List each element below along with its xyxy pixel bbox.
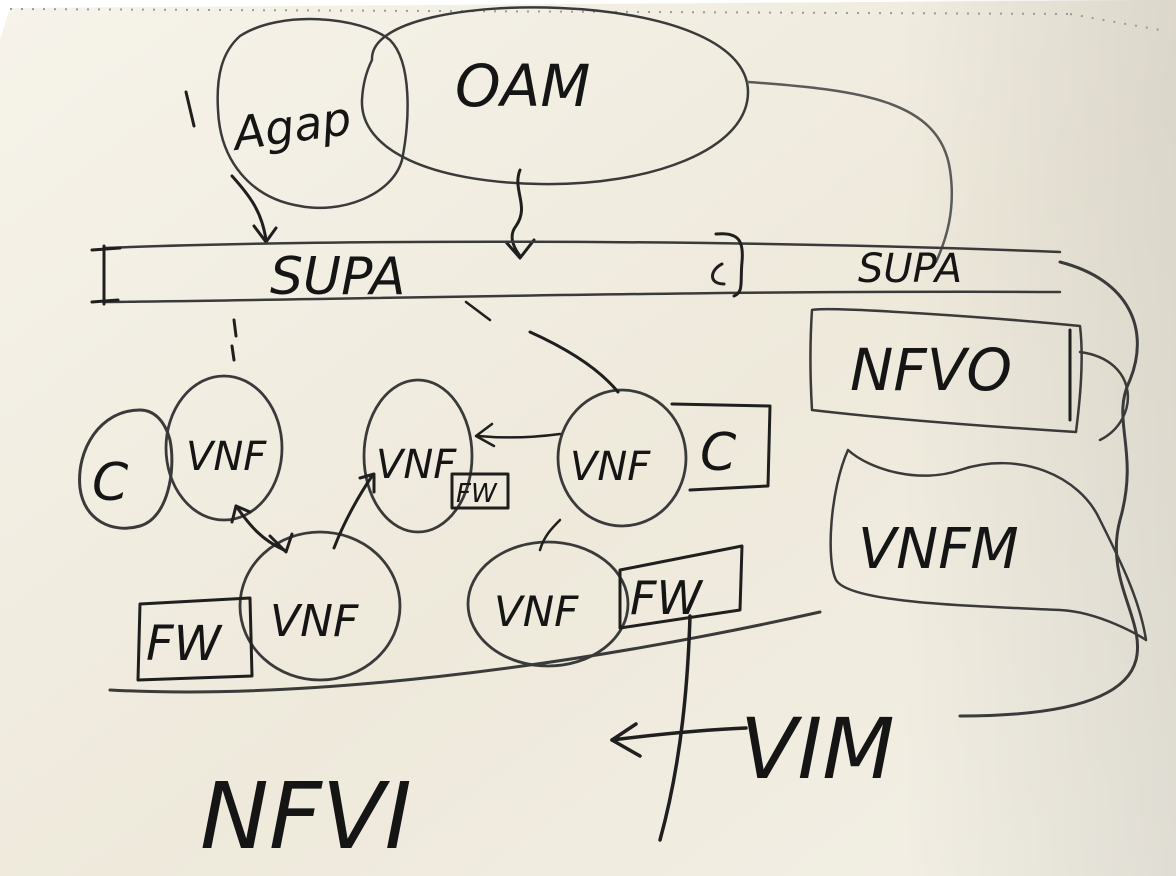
fw-to-vim-line — [658, 614, 692, 842]
fw-small-label: FW — [456, 479, 498, 509]
vnf-2-label: VNF — [376, 442, 457, 488]
oam-ellipse — [360, 6, 750, 186]
oam-to-supa-arrow — [510, 168, 523, 258]
oam-to-supa-right-line — [746, 80, 954, 264]
fw-left-box — [136, 596, 254, 682]
arrowhead — [610, 722, 642, 758]
dashed-link — [230, 318, 238, 362]
fw-right-label: FW — [630, 571, 703, 625]
supa-to-vnf3-line — [528, 330, 620, 394]
vim-label: VIM — [740, 700, 895, 798]
cap-to-supa-arrow — [230, 174, 268, 242]
fw-left-label: FW — [146, 616, 223, 672]
vnf-3-ellipse — [556, 388, 688, 528]
vim-arrow-shaft — [610, 726, 748, 742]
supa-right-label: SUPA — [858, 246, 962, 292]
supa-bracket — [711, 232, 744, 298]
supa-bar-left-cap — [90, 244, 122, 306]
arrowhead — [252, 224, 278, 244]
vnf-1-label: VNF — [186, 434, 267, 480]
nfvo-loop — [1078, 350, 1130, 442]
cap-ellipse — [216, 17, 409, 210]
arrowhead — [358, 472, 376, 494]
oam-label: OAM — [455, 52, 590, 120]
supa-label: SUPA — [270, 247, 405, 307]
cap-tick — [184, 90, 196, 128]
vnf-4-label: VNF — [270, 596, 359, 647]
nfvi-baseline — [108, 610, 822, 694]
c-right-box — [670, 402, 772, 492]
vnfm-label: VNFM — [858, 517, 1019, 582]
supa-bar-bottom — [102, 290, 1062, 304]
vnf3-to-vnf5-line — [538, 518, 562, 552]
supa-bar-top — [102, 240, 1062, 254]
vnf-1-ellipse — [164, 374, 284, 522]
perforation-corner — [1069, 13, 1161, 31]
arrowhead — [230, 504, 294, 554]
paper-shade — [900, 0, 1176, 876]
right-swoosh — [958, 260, 1139, 718]
nfvo-label: NFVO — [850, 336, 1012, 404]
vnf-2-ellipse — [362, 378, 474, 534]
vnf1-to-vnf4-arrow — [234, 504, 286, 552]
arrowhead — [474, 422, 496, 448]
c-left-label: C — [92, 453, 129, 513]
vnfm-blob — [829, 448, 1148, 642]
supa-dash — [464, 300, 492, 322]
vnf4-to-vnf2-arrow — [332, 474, 374, 550]
vnf-5-label: VNF — [494, 587, 579, 636]
nfvo-box — [809, 307, 1083, 434]
arrowhead — [504, 238, 536, 260]
nfvi-label: NFVI — [200, 763, 412, 870]
vnf-4-ellipse — [238, 530, 402, 682]
fw-right-box — [618, 544, 744, 630]
vnf-5-ellipse — [466, 540, 630, 668]
vnf-3-label: VNF — [570, 444, 651, 490]
perforation — [9, 8, 1071, 15]
c-right-label: C — [700, 423, 737, 483]
fw-small-box — [450, 472, 510, 510]
vnf3-to-vnf2-arrow — [476, 432, 562, 439]
